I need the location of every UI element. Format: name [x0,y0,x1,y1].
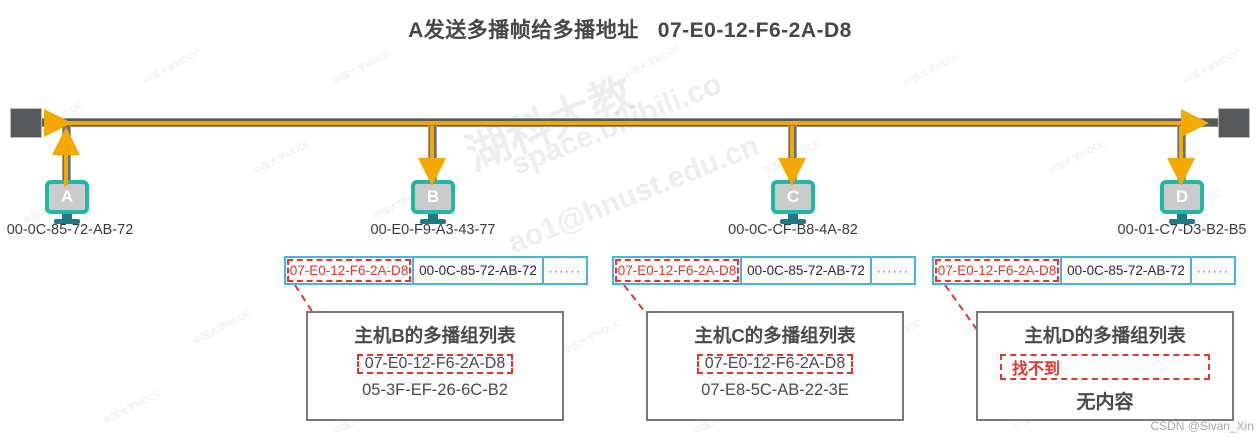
drop-cable-b [428,122,437,188]
multicast-list-host-d: 主机D的多播组列表 找不到 无内容 [976,311,1234,421]
frame-destination-cell: 07-E0-12-F6-2A-D8 [614,258,742,283]
watermark-tile: 中国大学MOOC [191,307,253,347]
multicast-entry-empty: 无内容 [1076,392,1134,413]
host-base [1169,219,1195,224]
host-d-mac: 00-01-C7-D3-B2-B5 [1117,222,1247,238]
host-monitor: A [45,180,89,214]
multicast-entry-matched: 07-E0-12-F6-2A-D8 [356,354,514,374]
host-a-mac: 00-0C-85-72-AB-72 [6,222,134,238]
drop-cable-d [1177,122,1186,188]
host-label: B [415,184,451,210]
host-c-mac: 00-0C-CF-B8-4A-82 [728,222,858,238]
watermark-diagonal-3: ao1@hnust.edu.cn [503,129,764,260]
multicast-list-title: 主机C的多播组列表 [694,325,856,346]
bus-terminator-right [1218,108,1250,138]
multicast-entry-matched-text: 07-E0-12-F6-2A-D8 [364,355,506,372]
watermark-tile: 中国大学MOOC [331,47,393,87]
watermark-tile: 中国大学MOOC [561,317,623,357]
watermark-tile: 中国大学MOOC [1046,137,1108,177]
host-label: C [775,184,811,210]
destination-highlight-box [935,259,1059,282]
frame-payload: ······ [1196,263,1230,278]
multicast-list-host-c: 主机C的多播组列表 07-E0-12-F6-2A-D8 07-E8-5C-AB-… [646,311,904,421]
host-base [420,219,446,224]
host-neck [428,214,438,219]
multicast-list-title: 主机D的多播组列表 [1024,325,1186,346]
watermark-tile: 中国大学MOOC [1181,47,1243,87]
host-base [54,219,80,224]
bus-terminator-left [10,108,42,138]
host-b[interactable]: B [411,180,455,224]
multicast-list-host-b: 主机B的多播组列表 07-E0-12-F6-2A-D8 05-3F-EF-26-… [306,311,564,421]
destination-highlight-box [615,259,739,282]
host-a[interactable]: A [45,180,89,224]
host-b-mac: 00-E0-F9-A3-43-77 [370,222,496,238]
frame-at-host-c: 07-E0-12-F6-2A-D8 00-0C-85-72-AB-72 ····… [612,256,916,285]
watermark-tile: 中国大学MOOC [101,387,163,427]
host-label: D [1164,184,1200,210]
frame-source-mac: 00-0C-85-72-AB-72 [414,258,544,283]
watermark-tile: 中国大学MOOC [251,137,313,177]
frame-destination-cell: 07-E0-12-F6-2A-D8 [934,258,1062,283]
watermark-tile: 中国大学MOOC [901,49,963,89]
frame-destination-mac: 07-E0-12-F6-2A-D8 [289,263,409,278]
multicast-entry-not-found-text: 找不到 [1012,361,1061,378]
frame-destination-mac: 07-E0-12-F6-2A-D8 [937,263,1057,278]
bus-cable [14,118,1242,127]
frame-destination-mac: 07-E0-12-F6-2A-D8 [617,263,737,278]
host-monitor: B [411,180,455,214]
frame-payload: ······ [876,263,910,278]
multicast-entry-matched: 07-E0-12-F6-2A-D8 [696,354,854,374]
watermark-tile: 中国大学MOOC [141,47,203,87]
matched-entry-highlight-box [356,354,514,374]
page-title: A发送多播帧给多播地址 07-E0-12-F6-2A-D8 [408,19,852,42]
matched-entry-highlight-box [696,354,854,374]
host-base [780,219,806,224]
multicast-entry-other: 07-E8-5C-AB-22-3E [701,381,849,399]
multicast-entry-other: 05-3F-EF-26-6C-B2 [362,381,508,399]
host-d[interactable]: D [1160,180,1204,224]
drop-cable-a [62,122,71,188]
frame-destination-cell: 07-E0-12-F6-2A-D8 [286,258,414,283]
frame-at-host-b: 07-E0-12-F6-2A-D8 00-0C-85-72-AB-72 ····… [284,256,588,285]
host-neck [62,214,72,219]
multicast-list-title: 主机B的多播组列表 [354,325,516,346]
frame-payload: ······ [548,263,582,278]
host-label: A [49,184,85,210]
host-neck [788,214,798,219]
host-neck [1177,214,1187,219]
host-monitor: C [771,180,815,214]
frame-source-mac: 00-0C-85-72-AB-72 [1062,258,1192,283]
host-c[interactable]: C [771,180,815,224]
not-found-highlight-box [1000,354,1210,380]
host-monitor: D [1160,180,1204,214]
multicast-entry-matched-text: 07-E0-12-F6-2A-D8 [704,355,846,372]
csdn-watermark: CSDN @Sivan_Xin [1150,419,1254,433]
watermark-tile: 中国大学MOOC [621,42,683,82]
frame-source-mac: 00-0C-85-72-AB-72 [742,258,872,283]
multicast-entry-not-found: 找不到 [1000,354,1210,380]
destination-highlight-box [287,259,411,282]
drop-cable-c [788,122,797,188]
frame-at-host-d: 07-E0-12-F6-2A-D8 00-0C-85-72-AB-72 ····… [932,256,1236,285]
